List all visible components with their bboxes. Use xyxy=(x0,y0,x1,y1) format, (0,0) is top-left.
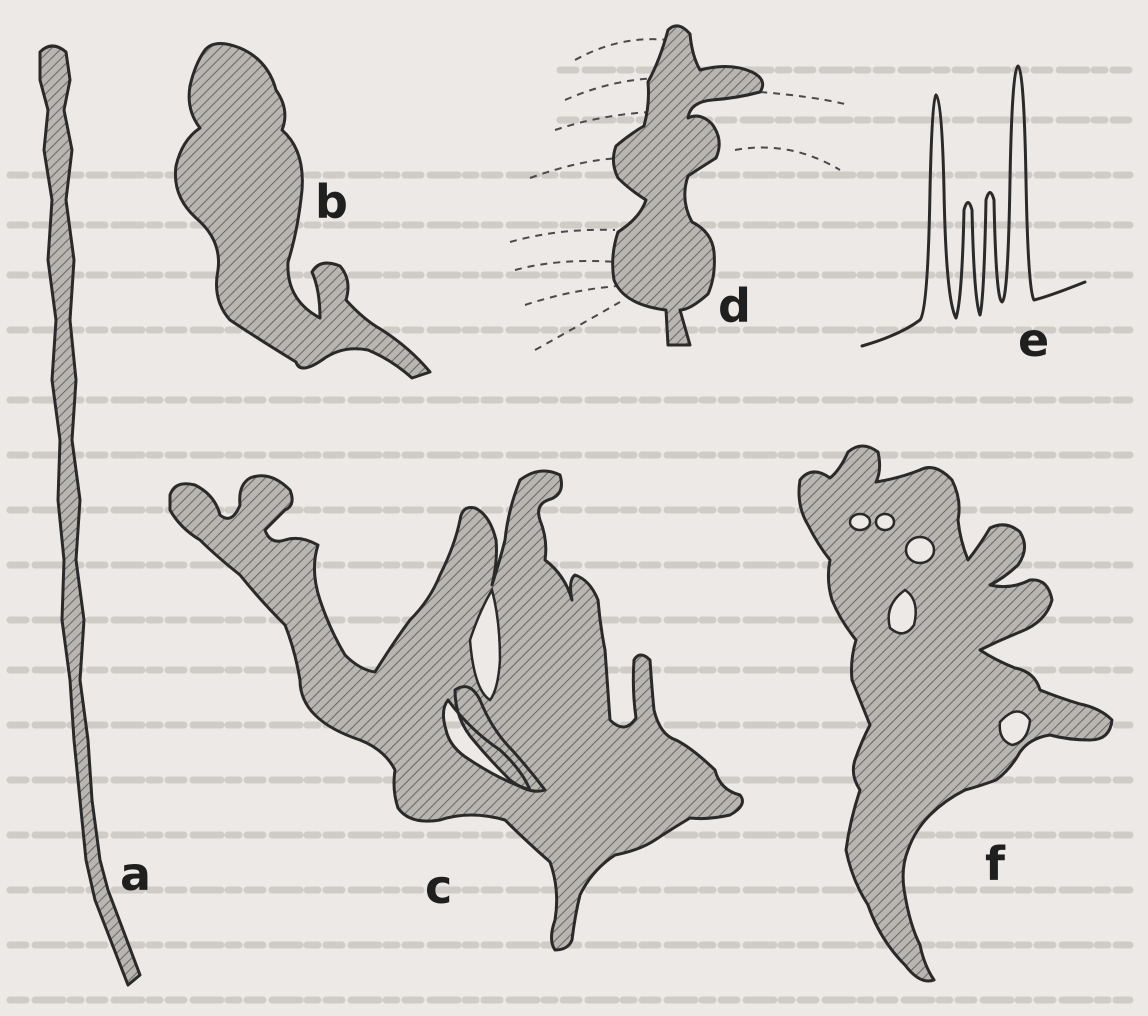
band-line xyxy=(575,39,668,60)
hole xyxy=(850,514,870,530)
panel-b-label: b xyxy=(315,175,348,229)
panel-e: e xyxy=(862,66,1085,367)
panel-e-label: e xyxy=(1018,313,1049,367)
holed-branching-shape xyxy=(799,446,1112,981)
branching-shape xyxy=(170,471,742,950)
hole xyxy=(876,514,894,530)
panel-a: a xyxy=(40,46,151,985)
band-line xyxy=(525,286,618,305)
panel-d-label: d xyxy=(718,279,751,333)
panel-a-label: a xyxy=(120,847,151,901)
band-line xyxy=(760,92,845,104)
filament-shape xyxy=(40,46,140,985)
panel-f: f xyxy=(799,446,1112,981)
panel-c: c xyxy=(170,471,742,950)
panel-c-label: c xyxy=(425,860,452,914)
hole xyxy=(906,537,934,563)
band-line xyxy=(535,302,620,350)
panel-f-label: f xyxy=(985,837,1006,891)
band-line xyxy=(515,261,615,270)
band-line xyxy=(510,230,615,242)
panel-d: d xyxy=(510,26,845,350)
spike-profile-line xyxy=(862,66,1085,346)
band-line xyxy=(735,148,840,171)
